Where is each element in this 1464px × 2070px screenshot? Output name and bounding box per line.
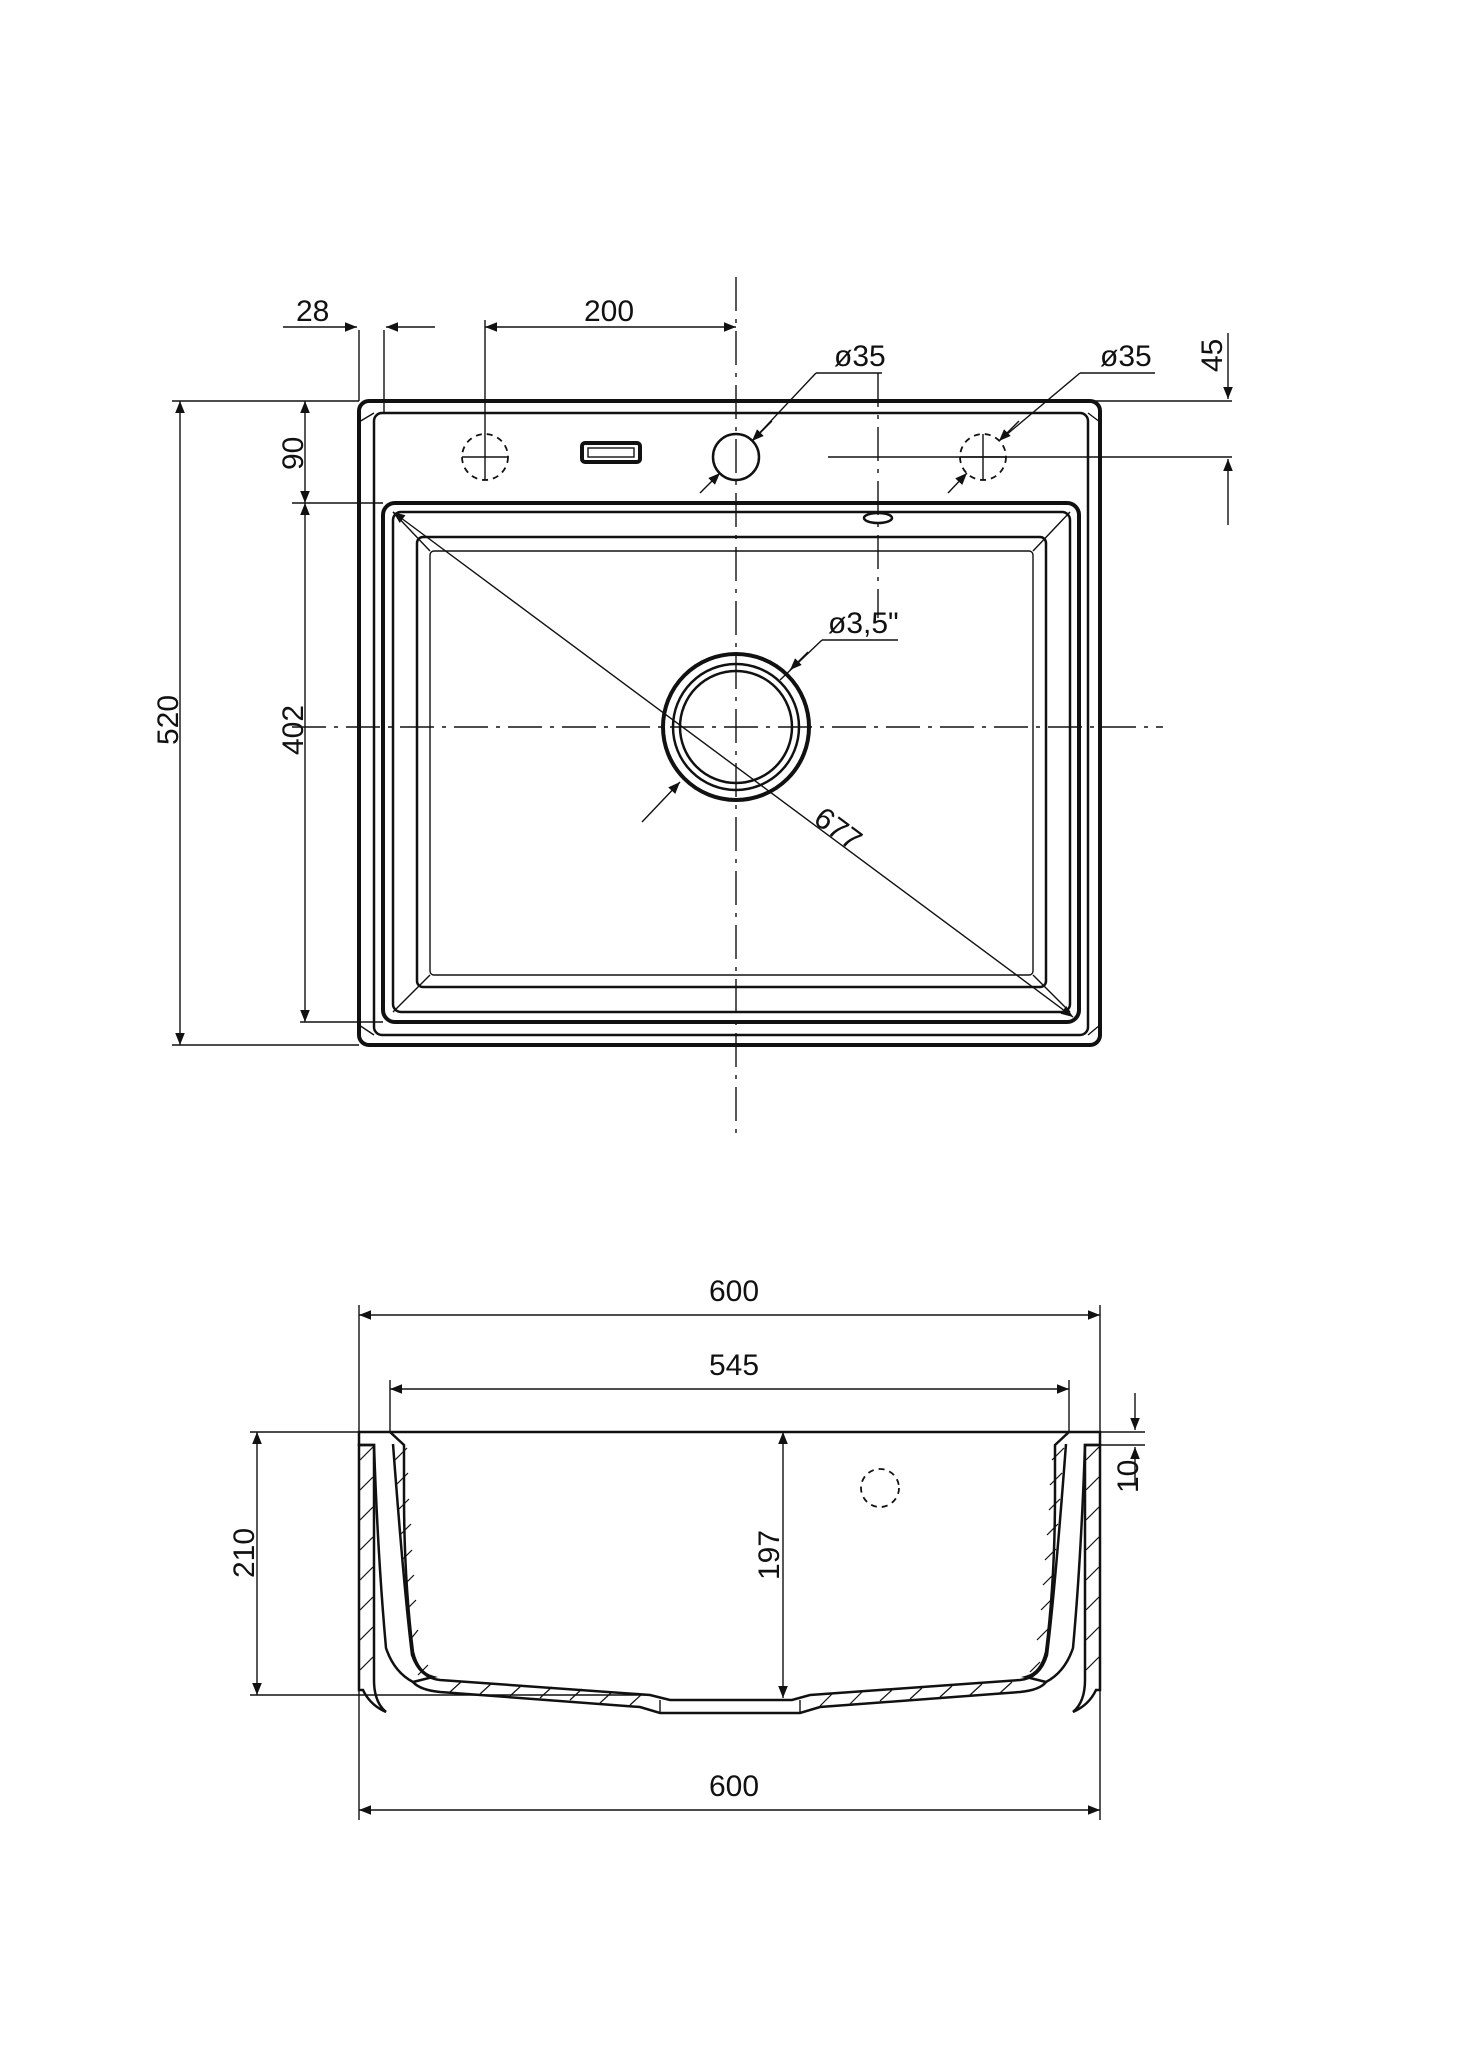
dim-520-label: 520 bbox=[152, 695, 185, 745]
dim-197-label: 197 bbox=[753, 1530, 786, 1580]
dim-28-label: 28 bbox=[296, 295, 329, 328]
dim-drain-dia-label: ø3,5" bbox=[828, 607, 899, 640]
left-skirt bbox=[357, 1443, 387, 1714]
bowl-bottom-outer bbox=[412, 1681, 1047, 1715]
overflow-slot bbox=[580, 441, 642, 464]
bowl-bevel bbox=[392, 511, 431, 552]
section-overflow-hole bbox=[860, 1468, 900, 1508]
right-skirt bbox=[1072, 1443, 1102, 1714]
rim-bevel bbox=[358, 1024, 375, 1036]
tap-hole-center bbox=[711, 432, 761, 482]
overflow-slot-inner bbox=[587, 447, 635, 458]
dim-90-label: 90 bbox=[277, 437, 310, 470]
left-wall-hatch bbox=[394, 1447, 429, 1676]
rim-bevel bbox=[1087, 1024, 1101, 1036]
dim-hole-dia-2-label: ø35 bbox=[1100, 340, 1152, 373]
drain-dia-leader bbox=[779, 639, 823, 681]
rim-bevel bbox=[1087, 412, 1101, 423]
bowl-bevel bbox=[1032, 974, 1071, 1013]
skirt-hatch bbox=[359, 1446, 1100, 1671]
dim-hole-dia-1-label: ø35 bbox=[834, 340, 886, 373]
bowl-floor-outline bbox=[415, 535, 1048, 989]
dim-677-label: 677 bbox=[808, 801, 868, 857]
bottom-hatch bbox=[449, 1680, 1013, 1707]
bowl-bevel bbox=[1032, 511, 1071, 552]
drain-dia-leader bbox=[641, 781, 681, 823]
dim-10-label: 10 bbox=[1112, 1460, 1145, 1493]
hole-dia-leader bbox=[998, 372, 1081, 442]
bowl-inner-surface bbox=[391, 1443, 1068, 1702]
dim-200-label: 200 bbox=[584, 295, 634, 328]
hole-dia-leader bbox=[751, 372, 817, 442]
right-wall-hatch bbox=[1029, 1447, 1065, 1673]
section-view: 600 545 10 210 197 600 bbox=[228, 1275, 1145, 1820]
dim-402-label: 402 bbox=[277, 705, 310, 755]
top-view: 677 ø3,5" ø35 ø35 28 200 45 bbox=[152, 277, 1233, 1135]
bowl-outer-outline bbox=[381, 501, 1081, 1024]
dim-600-bottom-label: 600 bbox=[709, 1770, 759, 1803]
sink-outer-outline bbox=[357, 399, 1102, 1047]
bowl-bevel bbox=[392, 974, 431, 1013]
dim-600-top-label: 600 bbox=[709, 1275, 759, 1308]
dim-545-label: 545 bbox=[709, 1349, 759, 1382]
diagonal-677-line bbox=[392, 511, 1074, 1018]
hole-dia-leader bbox=[699, 472, 721, 494]
dim-210-label: 210 bbox=[228, 1528, 261, 1578]
rim-bevel bbox=[358, 412, 375, 423]
hole-dia-leader bbox=[947, 472, 968, 494]
dim-45-label: 45 bbox=[1196, 339, 1229, 372]
sink-rim-inner-outline bbox=[372, 411, 1090, 1037]
